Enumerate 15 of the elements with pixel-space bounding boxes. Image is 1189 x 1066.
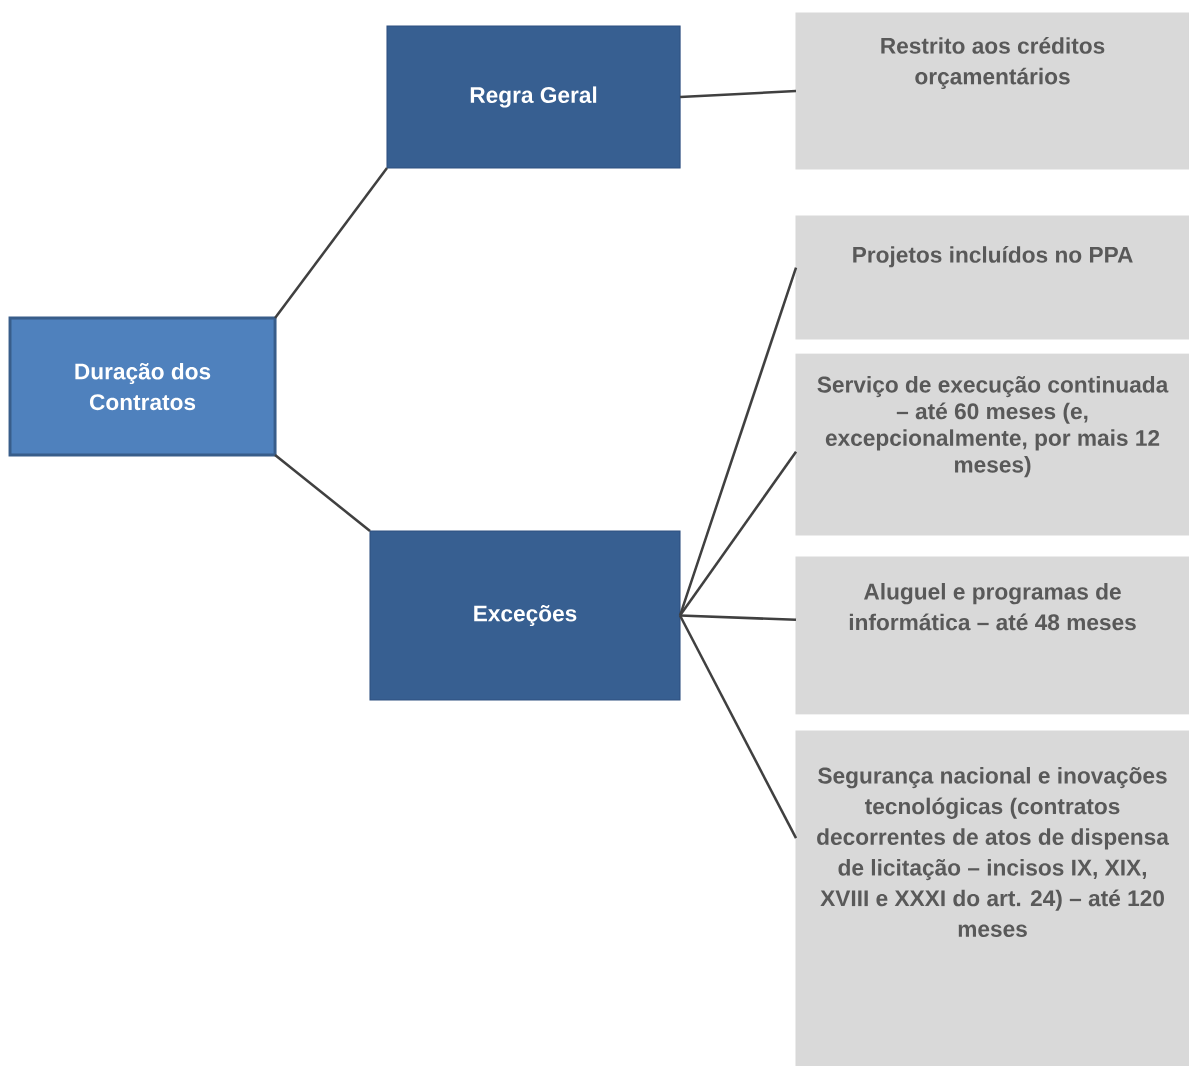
topic-box: Exceções xyxy=(369,530,681,701)
info-box: Segurança nacional e inovações tecnológicas (contratos decorrentes de atos de dispensa de licitação – incisos IX, XIX, XVIII e XXXI do art. 24) – até 120 meses xyxy=(795,730,1189,1066)
connector-line xyxy=(680,89,797,99)
info-box: Restrito aos créditos orçamentários xyxy=(795,12,1189,170)
topic-box: Regra Geral xyxy=(386,25,681,169)
connector-line xyxy=(274,454,371,532)
connector-line xyxy=(678,451,798,617)
topic-box: Duração dos Contratos xyxy=(8,316,277,457)
info-box: Aluguel e programas de informática – até 48 meses xyxy=(795,556,1189,715)
connector-line xyxy=(274,167,388,319)
connector-line xyxy=(678,614,798,839)
info-box: Serviço de execução continuada – até 60 meses (e, excepcionalmente, por mais 12 meses) xyxy=(795,353,1189,536)
connector-line xyxy=(678,267,798,616)
info-box: Projetos incluídos no PPA xyxy=(795,215,1189,340)
connector-line xyxy=(679,614,797,622)
